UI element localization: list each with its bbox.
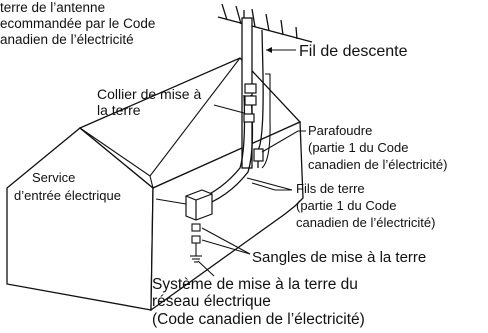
label-ground-wires: Fils de terre (partie 1 du Code canadien…	[296, 181, 435, 230]
label-power-grounding: Système de mise à la terre du réseau éle…	[152, 276, 365, 328]
leader-lines	[155, 47, 306, 277]
label-ground-clamp: Collier de mise à la terre	[97, 86, 205, 118]
lightning-arrester	[253, 148, 264, 162]
ground-symbol	[190, 255, 202, 263]
lead-in-wire-2	[261, 73, 271, 169]
service-entrance-box	[185, 189, 213, 221]
label-lead-in-wire: Fil de descente	[299, 43, 408, 60]
ground-wire-outer	[196, 94, 254, 209]
label-service-entrance: Service d’entrée électrique	[14, 170, 121, 203]
house-side-wall	[150, 121, 304, 312]
label-arrester: Parafoudre (partie 1 du Code canadien de…	[308, 123, 447, 172]
ground-strap-blocks	[191, 223, 201, 256]
label-antenna-mast-ground: terre de l’antenne ecommandée par le Cod…	[0, 0, 159, 47]
label-ground-straps: Sangles de mise à la terre	[252, 249, 426, 266]
antenna	[217, 3, 313, 43]
ground-clamp	[243, 83, 257, 123]
